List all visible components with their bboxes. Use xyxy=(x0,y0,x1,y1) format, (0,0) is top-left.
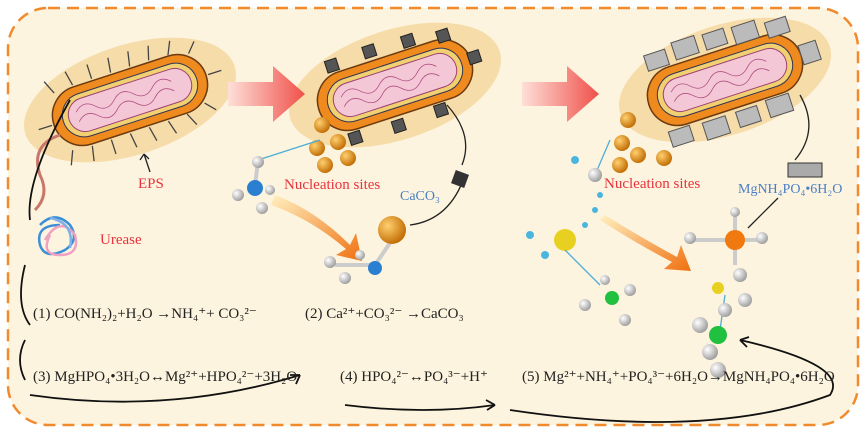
caco3-to-cell-arrow xyxy=(446,104,467,166)
caco3-label: CaCO₃ xyxy=(400,189,440,204)
flagellum xyxy=(33,133,61,212)
struvite-molecule xyxy=(684,207,768,378)
phosphate-chain-molecule xyxy=(526,139,636,326)
bacterium-eps xyxy=(7,12,253,188)
equation-4: (4) HPO₄²⁻↔PO₄³⁻+H⁺ xyxy=(340,369,488,385)
struvite-to-cell-arrow xyxy=(794,94,810,161)
caco3-crystal xyxy=(451,170,469,188)
equation-3: (3) MgHPO₄•3H₂O↔Mg²⁺+HPO₄²⁻+3H₂O xyxy=(33,369,298,385)
struvite-label: MgNH₄PO₄•6H₂O xyxy=(738,182,843,197)
equation-2: (2) Ca²⁺+CO₃²⁻ →CaCO₃ xyxy=(305,306,464,322)
bacterium-caco3 xyxy=(272,0,518,173)
urease-enzyme xyxy=(37,216,78,257)
eps-label: EPS xyxy=(138,176,164,192)
struvite-pointer-arrow xyxy=(747,197,779,229)
cycle-arrows xyxy=(19,99,834,423)
nucleation-sites-label-2: Nucleation sites xyxy=(604,176,701,192)
nucleation-sites-label-1: Nucleation sites xyxy=(284,177,381,193)
equation-5: (5) Mg²⁺+NH₄⁺+PO₄³⁻+6H₂O→MgNH₄PO₄•6H₂O xyxy=(522,369,835,385)
urea-molecule xyxy=(232,139,321,214)
calcium-binding-molecule xyxy=(324,216,406,284)
curved-orange-arrow-1 xyxy=(271,195,362,261)
calcium-ions-2 xyxy=(612,112,672,173)
calcium-ions-1 xyxy=(309,117,356,173)
urease-label: Urease xyxy=(100,232,142,248)
equation-1: (1) CO(NH₂)₂+H₂O →NH₄⁺+ CO₃²⁻ xyxy=(33,306,257,322)
process-arrow-2 xyxy=(522,66,599,122)
process-arrow-1 xyxy=(228,66,305,122)
struvite-crystal xyxy=(787,162,823,178)
curved-orange-arrow-2 xyxy=(600,215,691,271)
eps-pointer-arrow xyxy=(139,153,151,173)
bacterium-struvite xyxy=(602,0,848,168)
